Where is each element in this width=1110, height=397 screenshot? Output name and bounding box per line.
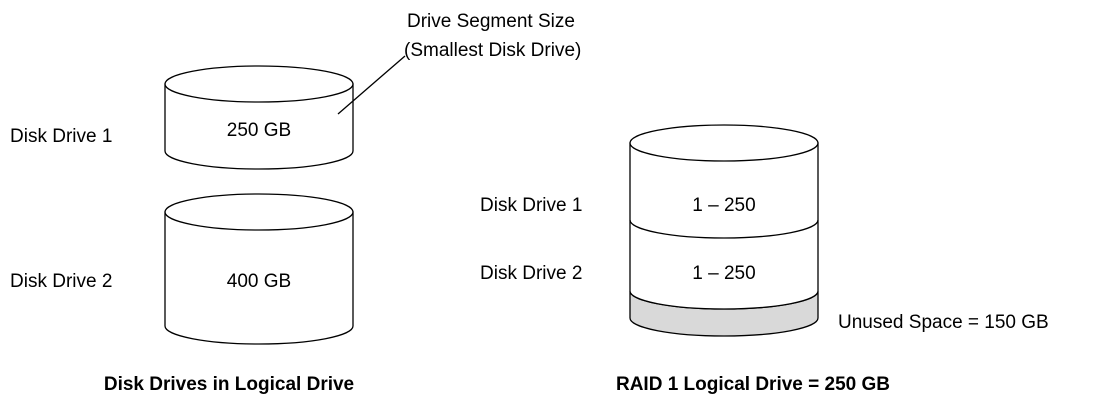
disk-drive-1-capacity: 250 GB: [227, 120, 291, 141]
disk-drive-2-capacity: 400 GB: [227, 271, 291, 292]
right-caption: RAID 1 Logical Drive = 250 GB: [616, 374, 890, 395]
callout-text-line2: (Smallest Disk Drive): [404, 40, 581, 61]
left-panel: Drive Segment Size (Smallest Disk Drive)…: [10, 11, 581, 395]
disk-drive-2-cylinder: [164, 193, 354, 345]
left-disk-drive-1-label: Disk Drive 1: [10, 126, 112, 147]
left-caption: Disk Drives in Logical Drive: [104, 374, 354, 395]
callout-leader-line: [337, 55, 406, 115]
left-disk-drive-2-label: Disk Drive 2: [10, 271, 112, 292]
unused-space-label: Unused Space = 150 GB: [838, 312, 1049, 333]
disk-drive-1-cylinder: [164, 65, 354, 170]
raid1-logical-drive-cylinder: [629, 124, 819, 337]
callout-text-line1: Drive Segment Size: [407, 11, 575, 32]
drive-2-segment-range: 1 – 250: [692, 263, 755, 284]
right-disk-drive-2-label: Disk Drive 2: [480, 263, 582, 284]
right-panel: Disk Drive 1 1 – 250 Disk Drive 2 1 – 25…: [480, 124, 1049, 395]
right-disk-drive-1-label: Disk Drive 1: [480, 195, 582, 216]
drive-1-segment-range: 1 – 250: [692, 195, 755, 216]
segment-divider: [629, 219, 819, 239]
